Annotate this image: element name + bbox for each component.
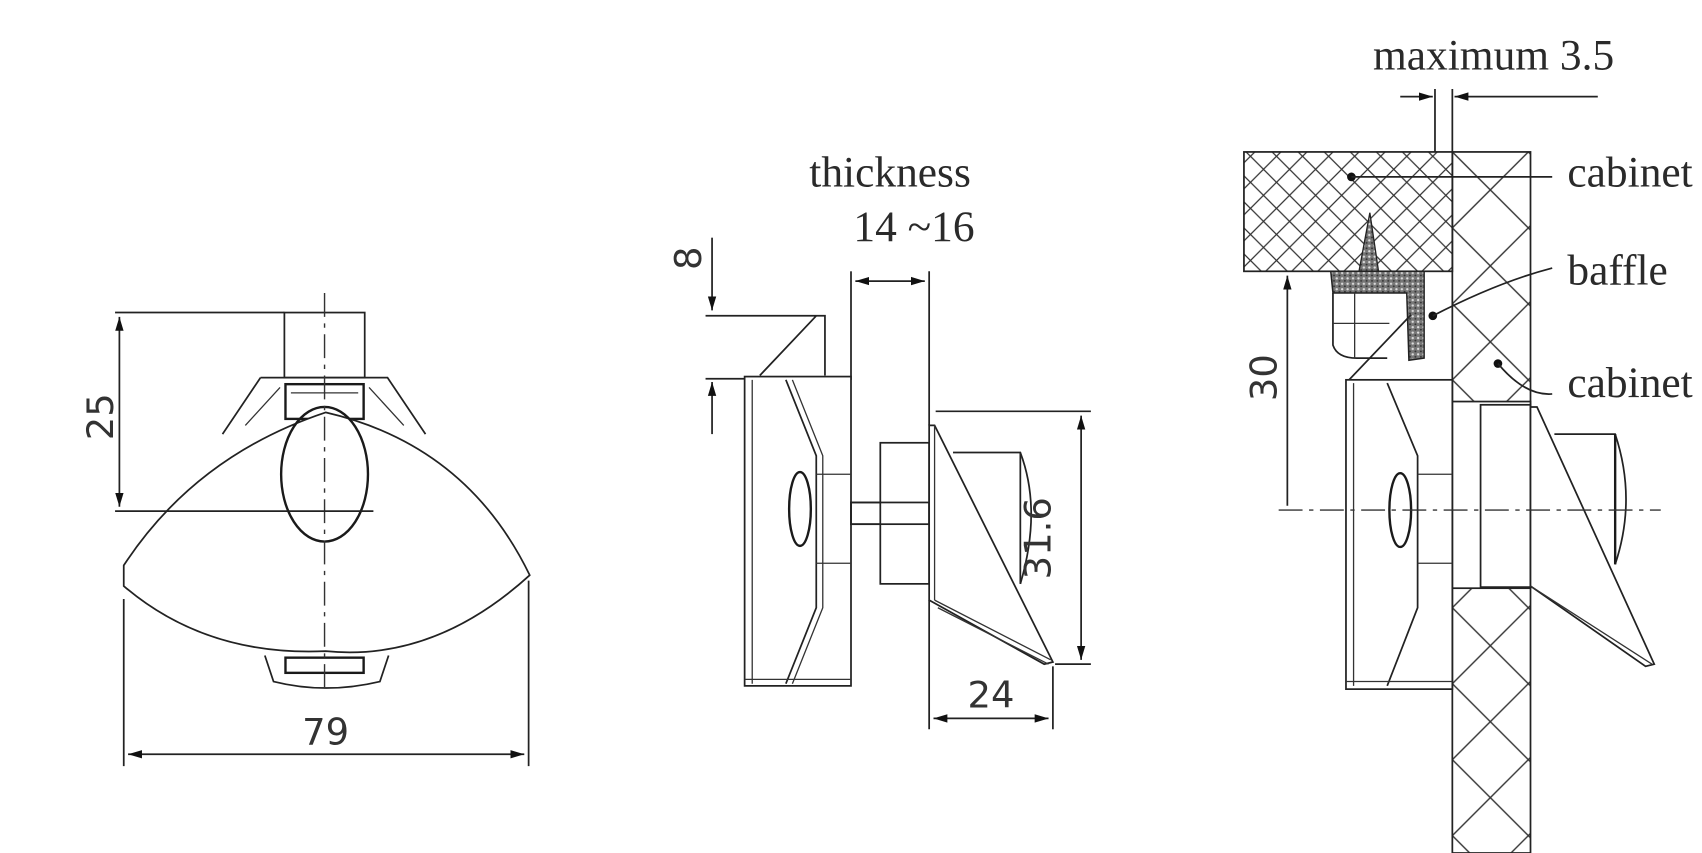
dim-height-25: 25 <box>79 393 122 440</box>
mount-plate-installed <box>1345 378 1454 690</box>
cam <box>928 424 1055 666</box>
callout-cabinet-top: cabinet <box>1567 149 1692 197</box>
callout-baffle: baffle <box>1567 246 1667 294</box>
max-gap-label: maximum 3.5 <box>1373 31 1614 79</box>
callout-cabinet-side: cabinet <box>1567 359 1692 407</box>
dim-center-height-30: 30 <box>1242 354 1285 401</box>
dim-width-79: 79 <box>302 710 349 753</box>
dim-offset-8: 8 <box>667 247 710 270</box>
side-view: thickness 14 ~16 8 31.6 <box>667 149 1091 730</box>
thickness-label: thickness <box>809 149 971 197</box>
mount-plate <box>743 375 852 687</box>
dim-cam-height-31-6: 31.6 <box>1017 497 1060 579</box>
lens-body <box>122 411 531 654</box>
dim-cam-depth-24: 24 <box>968 674 1015 717</box>
front-view: 25 79 <box>79 293 531 767</box>
installed-section-view: maximum 3.5 30 <box>1242 31 1693 853</box>
cabinet-top <box>1243 151 1454 273</box>
cam-installed <box>1529 406 1656 668</box>
thickness-range-label: 14 ~16 <box>853 203 974 251</box>
